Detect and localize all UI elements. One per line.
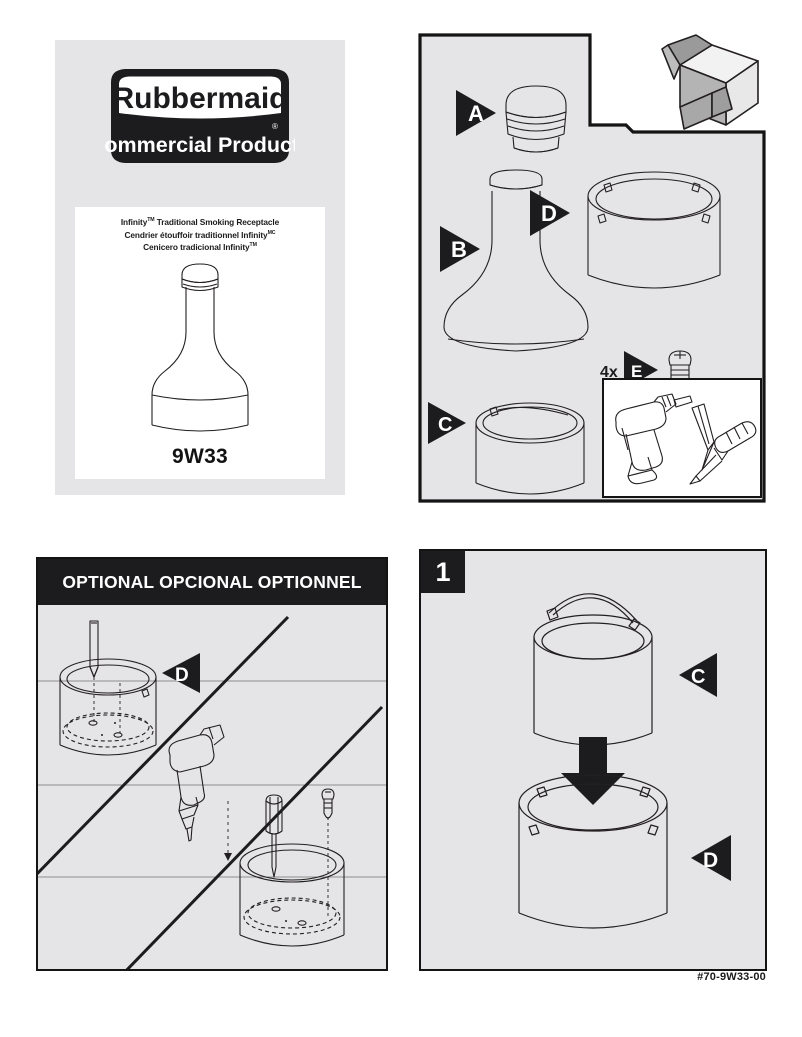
screwdriver-icon	[689, 421, 757, 485]
trademark-mark-es: TM	[249, 242, 257, 249]
document-code: #70-9W33-00	[697, 971, 766, 983]
diagonal-separators	[38, 615, 384, 969]
registered-mark: ®	[272, 122, 278, 131]
callout-b: B	[440, 226, 480, 272]
stage-mark-holes	[59, 620, 157, 756]
brand-name-text: Rubbermaid	[112, 82, 287, 115]
callout-d-optional: D	[162, 653, 200, 693]
product-info-card: InfinityTM Traditional Smoking Receptacl…	[75, 207, 325, 479]
screw-quantity-label: 4x	[600, 364, 618, 381]
rubbermaid-logo: Rubbermaid ® Commercial Products	[105, 66, 295, 166]
optional-banner-label: OPTIONAL OPCIONAL OPTIONNEL	[62, 571, 362, 592]
open-shipping-carton-icon	[661, 34, 759, 130]
insertion-arrow	[561, 737, 625, 805]
product-title-french: Cendrier étouffoir traditionnel Infinity…	[124, 229, 276, 240]
step1-part-c-art	[533, 593, 653, 746]
optional-banner: OPTIONAL OPCIONAL OPTIONNEL	[38, 559, 386, 605]
required-tools-inset	[602, 378, 762, 498]
part-c-pail-art	[475, 402, 585, 495]
step-number: 1	[435, 556, 451, 587]
step1-callout-d-letter: D	[703, 849, 718, 872]
callout-d: D	[530, 190, 570, 236]
callout-e-letter: E	[631, 362, 642, 381]
trademark-mark-en: TM	[147, 217, 155, 224]
part-d-base-art	[587, 171, 721, 289]
callout-d-optional-letter: D	[175, 665, 189, 686]
trademark-mark-fr: MC	[267, 229, 276, 236]
callout-b-letter: B	[451, 237, 467, 262]
step1-callout-c-letter: C	[691, 666, 705, 688]
step1-part-d-art	[518, 774, 668, 929]
optional-mounting-panel: OPTIONAL OPCIONAL OPTIONNEL	[36, 557, 388, 971]
product-title-spanish: Cenicero tradicional InfinityTM	[143, 242, 257, 252]
callout-c: C	[428, 402, 466, 444]
product-title-english: InfinityTM Traditional Smoking Receptacl…	[120, 217, 280, 227]
model-number: 9W33	[171, 445, 229, 468]
step1-callout-d: D	[691, 835, 731, 881]
cordless-drill-icon	[615, 393, 693, 485]
step1-callout-c: C	[679, 653, 717, 697]
tools-illustration	[615, 393, 757, 485]
callout-a-letter: A	[468, 101, 484, 126]
stage-drive-screws	[239, 788, 345, 947]
callout-c-letter: C	[438, 414, 452, 436]
callout-a: A	[456, 90, 496, 136]
optional-mounting-illustration: D	[38, 615, 386, 969]
cover-panel: Rubbermaid ® Commercial Products Infinit…	[55, 40, 345, 495]
parts-identification-panel: A B C D E 4x	[418, 33, 766, 503]
stage-drill-holes	[168, 724, 232, 861]
guide-lines	[38, 680, 386, 878]
brand-tagline-text: Commercial Products	[105, 133, 295, 157]
step-1-panel: 1	[419, 549, 767, 971]
step-1-illustration: C D	[518, 593, 731, 929]
part-a-dome-lid-art	[505, 85, 567, 153]
callout-d-letter: D	[541, 201, 557, 226]
step-number-badge: 1	[421, 551, 465, 593]
assembled-product-illustration	[75, 259, 325, 439]
